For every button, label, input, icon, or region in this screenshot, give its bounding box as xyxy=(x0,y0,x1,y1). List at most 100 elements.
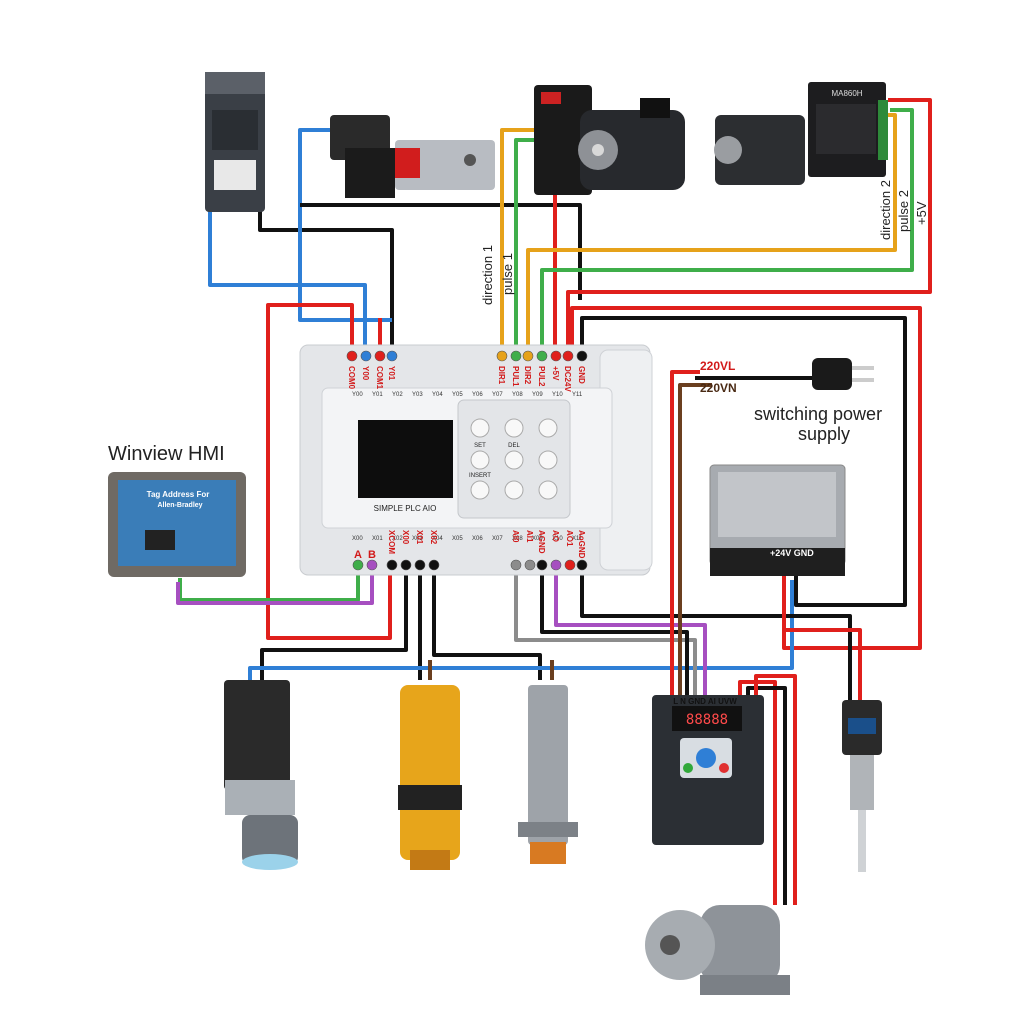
hmi-screen-line2: Allen-Bradley xyxy=(157,502,202,509)
wire-gnd-black xyxy=(580,316,907,607)
vfd-stop-button[interactable] xyxy=(719,763,729,773)
stepper-model: MA860H xyxy=(831,89,862,98)
label-direction1: direction 1 xyxy=(480,245,495,305)
wire-solenoid-blue xyxy=(298,128,392,322)
vfd-run-button[interactable] xyxy=(683,763,693,773)
plc-terminal-pul1[interactable] xyxy=(510,350,522,362)
plc-input-label: X11 xyxy=(572,536,583,542)
plc-terminal-com0[interactable] xyxy=(346,350,358,362)
plc-terminal-ai1[interactable] xyxy=(524,559,536,571)
wire-ai0-gray xyxy=(514,565,697,695)
plc-terminal-x01[interactable] xyxy=(414,559,426,571)
plc-output-label: Y10 xyxy=(552,392,563,398)
plc-key-insert: INSERT xyxy=(469,473,491,479)
hmi-screen xyxy=(118,480,236,566)
plc-terminal-label: X00 xyxy=(401,530,410,545)
plc-terminal-com1[interactable] xyxy=(374,350,386,362)
plc-output-label: Y05 xyxy=(452,392,463,398)
vfd-terminals: L N GND AI UVW xyxy=(673,697,737,706)
power-plug xyxy=(812,358,852,390)
plc-terminal-label: +5V xyxy=(551,366,560,381)
plc-terminal-ai0[interactable] xyxy=(510,559,522,571)
plc-key[interactable] xyxy=(470,418,490,438)
plc-terminal-y00[interactable] xyxy=(360,350,372,362)
wire-vfd-l-red xyxy=(670,370,700,695)
vfd-display: 88888 xyxy=(686,712,728,728)
plc-terminal-label: Y00 xyxy=(361,366,370,381)
plc-input-label: X09 xyxy=(532,536,543,542)
plc-terminal-label: GND xyxy=(577,366,586,384)
plc-output-label: Y04 xyxy=(432,392,443,398)
hmi-title: Winview HMI xyxy=(108,443,225,465)
plc-terminal-y01[interactable] xyxy=(386,350,398,362)
wire-x00-black xyxy=(260,565,408,680)
plc-key[interactable] xyxy=(538,480,558,500)
plc-key[interactable] xyxy=(538,418,558,438)
wire-contactor-black xyxy=(258,175,394,352)
plc-terminal-ao1[interactable] xyxy=(564,559,576,571)
plc-terminal-label: PUL1 xyxy=(511,366,520,387)
wire-hmi-purple xyxy=(176,565,374,605)
plc-key[interactable] xyxy=(504,418,524,438)
plc-terminal-xcom[interactable] xyxy=(386,559,398,571)
plc-key[interactable] xyxy=(538,450,558,470)
vfd-dial[interactable] xyxy=(696,748,716,768)
plc-output-label: Y00 xyxy=(352,392,363,398)
hmi-screen-line1: Tag Address For xyxy=(147,490,210,499)
power-title-1: switching power xyxy=(754,404,882,424)
ac-motor xyxy=(645,905,790,995)
label-direction2: direction 2 xyxy=(878,180,893,240)
plc-terminal-label: DIR2 xyxy=(523,366,532,385)
plc-terminal-a[interactable] xyxy=(352,559,364,571)
wire-dir1-orange xyxy=(500,128,540,352)
plc-output-label: Y08 xyxy=(512,392,523,398)
wire-5v-red xyxy=(566,98,932,352)
plc-terminal-gnd[interactable] xyxy=(576,350,588,362)
plc-key[interactable] xyxy=(470,450,490,470)
plc-terminal-label: X01 xyxy=(415,530,424,545)
pressure-transmitter xyxy=(842,700,882,872)
plc-terminal-label: COM0 xyxy=(347,366,356,390)
plc-input-label: X01 xyxy=(372,536,383,542)
plc-input-label: X03 xyxy=(412,536,423,542)
wires xyxy=(176,98,932,905)
plc-output-label: Y09 xyxy=(532,392,543,398)
push-button xyxy=(224,680,298,870)
plc-terminal-dir2[interactable] xyxy=(522,350,534,362)
plc-terminal-ao[interactable] xyxy=(550,559,562,571)
wire-ps-red xyxy=(782,570,862,700)
plc-terminal-label: X02 xyxy=(429,530,438,545)
plc-terminal-x00[interactable] xyxy=(400,559,412,571)
plc-terminal-dir1[interactable] xyxy=(496,350,508,362)
plc-terminal-label: AGND xyxy=(537,530,546,554)
plc-input-label: X06 xyxy=(472,536,483,542)
plc-terminal-label: AI0 xyxy=(511,530,520,543)
plc-terminal-pul2[interactable] xyxy=(536,350,548,362)
plc-keypad: SET DEL INSERT xyxy=(469,418,558,500)
plc-output-label: Y02 xyxy=(392,392,403,398)
wire-x02-black xyxy=(432,565,542,680)
plc-key[interactable] xyxy=(504,450,524,470)
wire-vfd-n-brown xyxy=(678,383,712,695)
plc-key[interactable] xyxy=(504,480,524,500)
plc-terminal-label: AoGND xyxy=(577,530,586,559)
plc-terminal-label: DIR1 xyxy=(497,366,506,385)
plc-name: SIMPLE PLC AIO xyxy=(374,504,437,513)
power-l-label: 220VL xyxy=(700,359,735,373)
wire-agnd-black xyxy=(540,565,689,695)
plc-input-label: X04 xyxy=(432,536,443,542)
plc-terminal-5v[interactable] xyxy=(550,350,562,362)
plc-terminal-b[interactable] xyxy=(366,559,378,571)
power-output-label: +24V GND xyxy=(770,548,814,558)
plc-terminal-dc24v[interactable] xyxy=(562,350,574,362)
plc-terminal-agnd[interactable] xyxy=(536,559,548,571)
plc-terminal-aognd[interactable] xyxy=(576,559,588,571)
plc-key[interactable] xyxy=(470,480,490,500)
plc-terminal-x02[interactable] xyxy=(428,559,440,571)
proximity-sensor xyxy=(518,685,578,864)
